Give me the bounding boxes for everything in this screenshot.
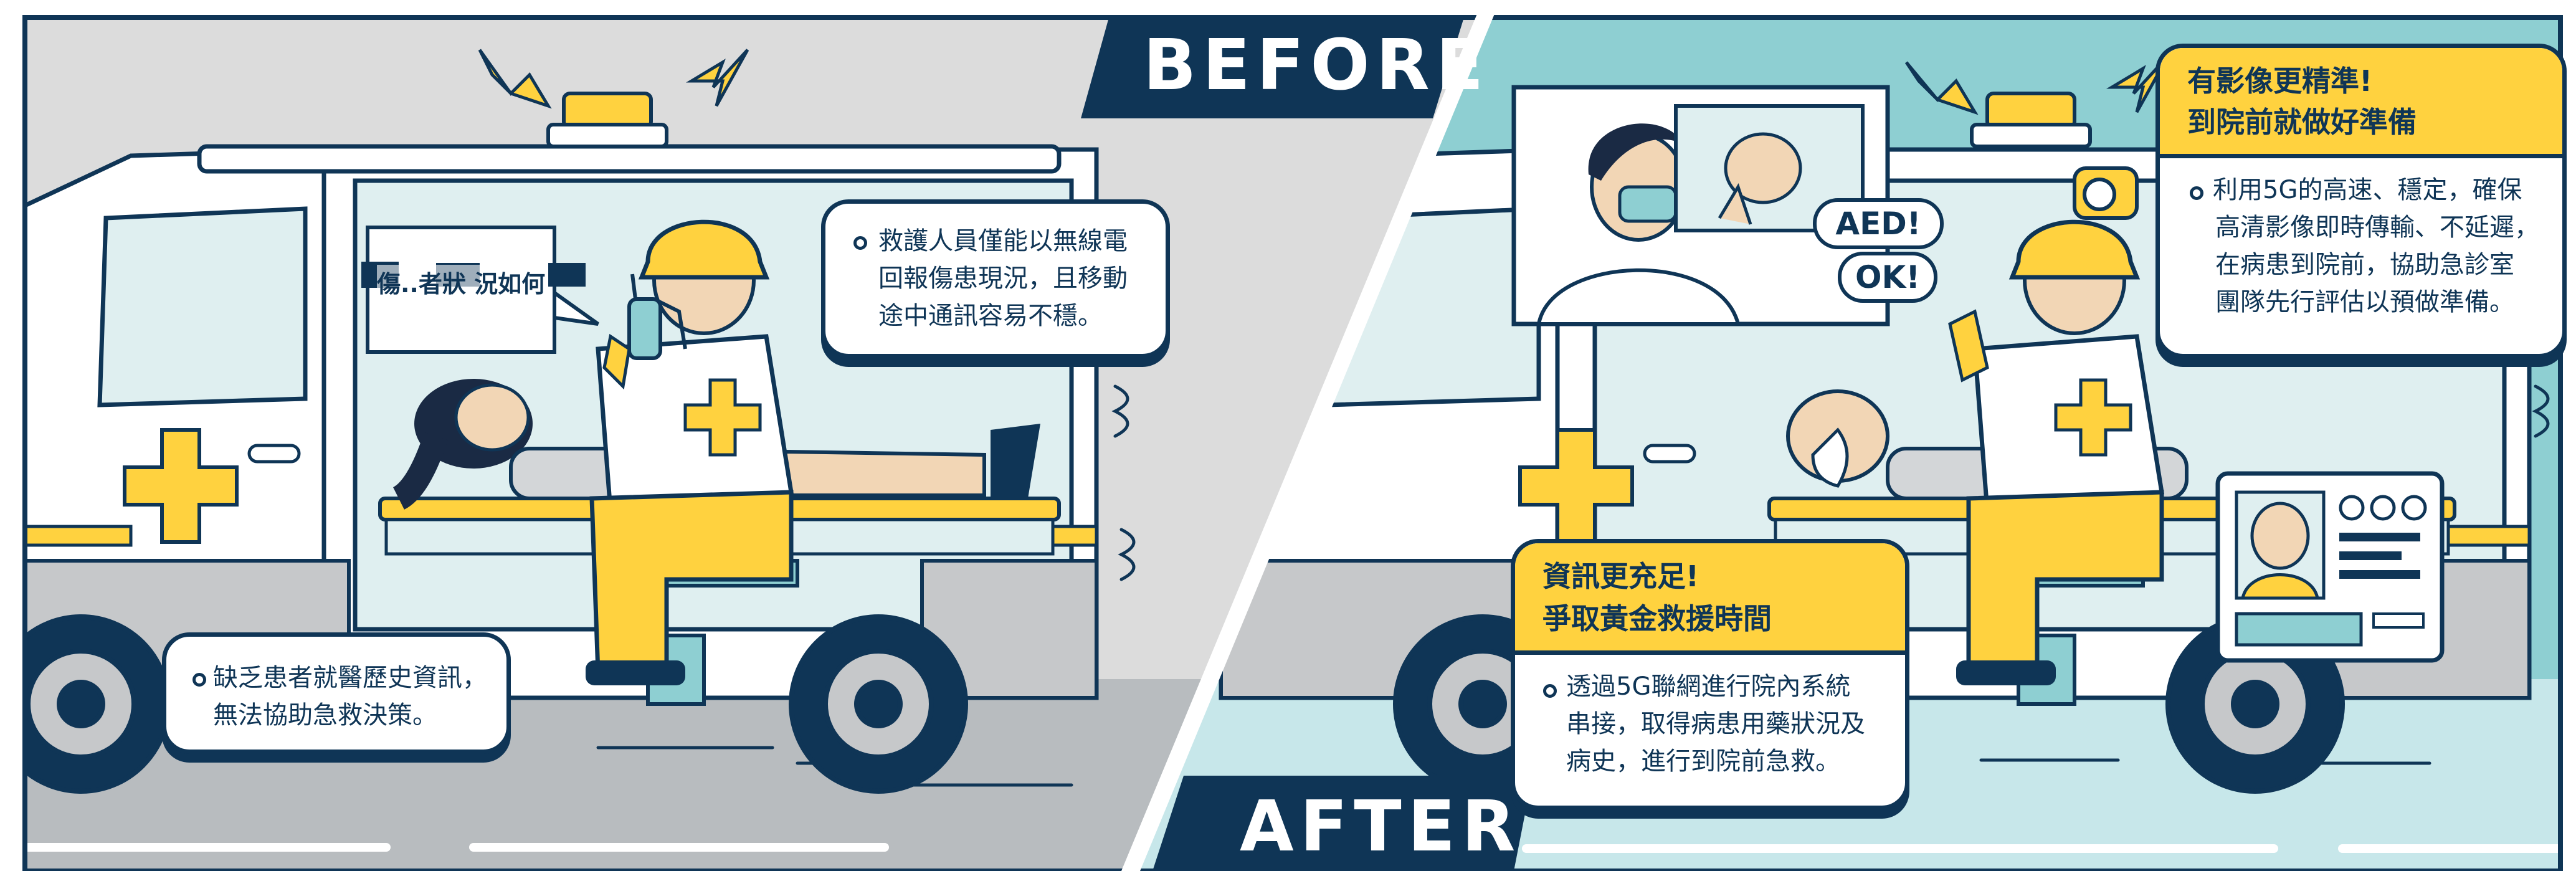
- after-label: AFTER: [1240, 786, 1522, 867]
- bullet-dot-icon: [853, 236, 867, 250]
- note-info-benefit: 資訊更充足! 爭取黃金救援時間 透過5G聯網進行院內系統 串接，取得病患用藥狀況…: [1511, 539, 1909, 810]
- video-note-line-3: 在病患到院前，協助急診室: [2215, 250, 2514, 279]
- note-radio-line-1: 救護人員僅能以無線電: [878, 227, 1128, 255]
- radio-speech-text: 傷..者狀 況如何: [377, 265, 546, 299]
- note-history-line-1: 缺乏患者就醫歷史資訊，: [213, 664, 487, 692]
- bullet-dot-icon: [1543, 684, 1557, 698]
- info-heading-line-1: 資訊更充足!: [1542, 559, 1699, 593]
- info-note-line-2: 串接，取得病患用藥狀況及: [1566, 710, 1865, 738]
- video-note-line-1: 利用5G的高速、穩定，確保: [2213, 176, 2522, 204]
- info-heading-line-2: 爭取黃金救援時間: [1542, 602, 1772, 635]
- speech-bubble-aed: AED!: [1813, 198, 1944, 249]
- speech-bubble-ok: OK!: [1838, 252, 1937, 303]
- info-note-line-3: 病史，進行到院前急救。: [1566, 747, 1840, 776]
- video-heading-line-1: 有影像更精準!: [2187, 64, 2372, 98]
- note-radio-limitation: 救護人員僅能以無線電 回報傷患現況，且移動 途中通訊容易不穩。: [821, 199, 1170, 358]
- note-radio-line-3: 途中通訊容易不穩。: [878, 302, 1103, 330]
- info-note-line-1: 透過5G聯網進行院內系統: [1566, 672, 1851, 701]
- before-label: BEFORE: [1143, 25, 1490, 106]
- video-note-line-4: 團隊先行評估以預做準備。: [2215, 288, 2514, 317]
- video-note-line-2: 高清影像即時傳輸、不延遲，: [2215, 213, 2539, 242]
- before-scene: [25, 17, 1476, 871]
- note-history-line-2: 無法協助急救決策。: [213, 701, 437, 730]
- note-history-lacking: 缺乏患者就醫歷史資訊， 無法協助急救決策。: [162, 632, 511, 754]
- bullet-dot-icon: [192, 673, 206, 687]
- bullet-dot-icon: [2190, 186, 2203, 200]
- note-radio-line-2: 回報傷患現況，且移動: [878, 264, 1128, 293]
- video-heading-line-2: 到院前就做好準備: [2187, 105, 2417, 139]
- note-video-benefit: 有影像更精準! 到院前就做好準備 利用5G的高速、穩定，確保 高清影像即時傳輸、…: [2155, 44, 2567, 358]
